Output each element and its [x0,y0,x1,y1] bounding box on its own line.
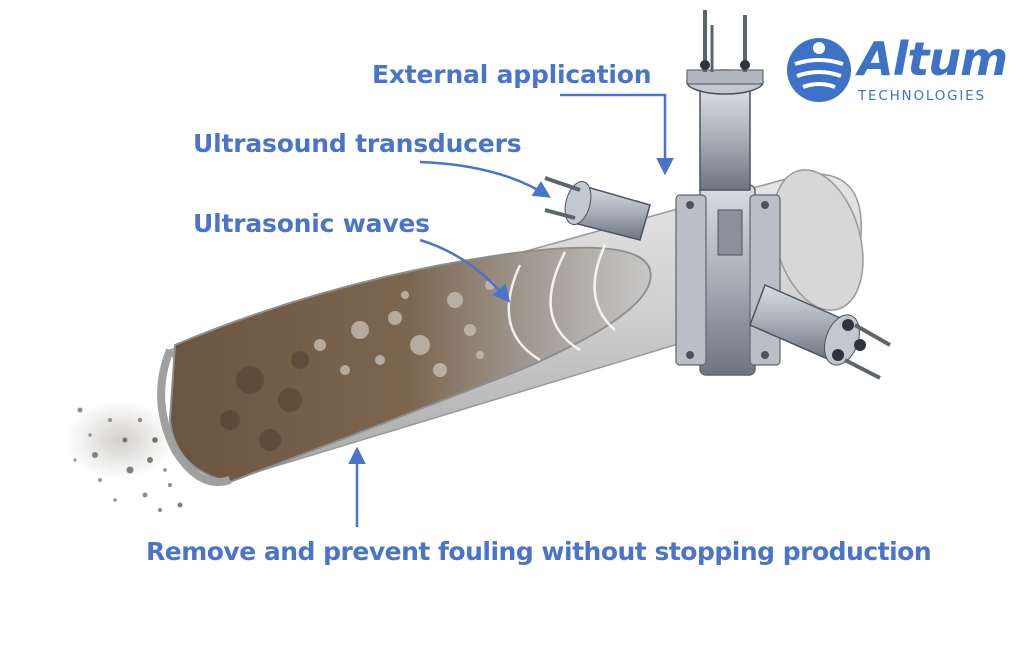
dust-cloud [65,400,183,512]
left-transducer [544,176,651,241]
fouling-deposits [314,280,495,377]
top-transducer [686,10,764,191]
brand-name: Altum [858,32,1008,86]
pointer-arrows [348,93,674,527]
external-application-arrow [560,93,674,176]
caption-label: Remove and prevent fouling without stopp… [146,537,932,566]
clamp-assembly [675,184,781,376]
ultrasonic-wave-arcs [507,244,616,362]
right-transducer [749,283,891,380]
pipe-cutaway [157,244,652,486]
waves-arrow [419,238,511,303]
altum-wave-logo-icon [787,38,851,102]
external-application-label: External application [372,60,652,89]
ultrasound-transducers-label: Ultrasound transducers [193,129,522,158]
brand-subtitle: TECHNOLOGIES [858,88,986,104]
transducers-arrow [419,160,551,198]
ultrasonic-waves-label: Ultrasonic waves [193,209,430,238]
